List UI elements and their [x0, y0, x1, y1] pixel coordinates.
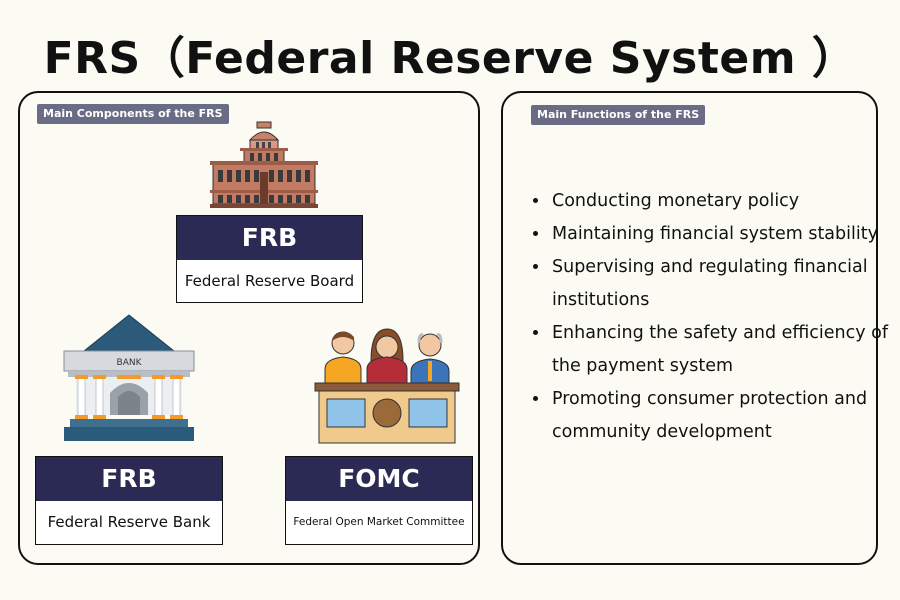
bank-building-icon: BANK — [63, 314, 195, 441]
frb-bank-card: FRB Federal Reserve Bank — [35, 456, 223, 545]
frb-bank-name: Federal Reserve Bank — [47, 513, 211, 531]
function-item: Supervising and regulating financial ins… — [550, 251, 890, 317]
capitol-building-icon — [210, 121, 318, 208]
bank-sign-text: BANK — [117, 358, 143, 368]
frb-board-card: FRB Federal Reserve Board — [176, 215, 363, 303]
fomc-card: FOMC Federal Open Market Committee — [285, 456, 473, 545]
function-item: Enhancing the safety and efficiency of t… — [550, 317, 890, 383]
function-item: Maintaining financial system stability — [550, 218, 890, 251]
committee-people-icon — [314, 328, 460, 444]
function-item: Promoting consumer protection and commun… — [550, 383, 890, 449]
fomc-abbr: FOMC — [286, 457, 472, 501]
function-item: Conducting monetary policy — [550, 185, 890, 218]
components-tag: Main Components of the FRS — [37, 104, 229, 124]
functions-list: Conducting monetary policy Maintaining f… — [530, 185, 890, 449]
frb-board-name: Federal Reserve Board — [184, 272, 355, 290]
functions-panel — [501, 91, 878, 565]
fomc-name: Federal Open Market Committee — [293, 516, 465, 528]
page-title: FRS（Federal Reserve System ） — [43, 33, 857, 84]
frb-board-abbr: FRB — [177, 216, 362, 260]
frb-bank-abbr: FRB — [36, 457, 222, 501]
functions-tag: Main Functions of the FRS — [531, 105, 706, 125]
